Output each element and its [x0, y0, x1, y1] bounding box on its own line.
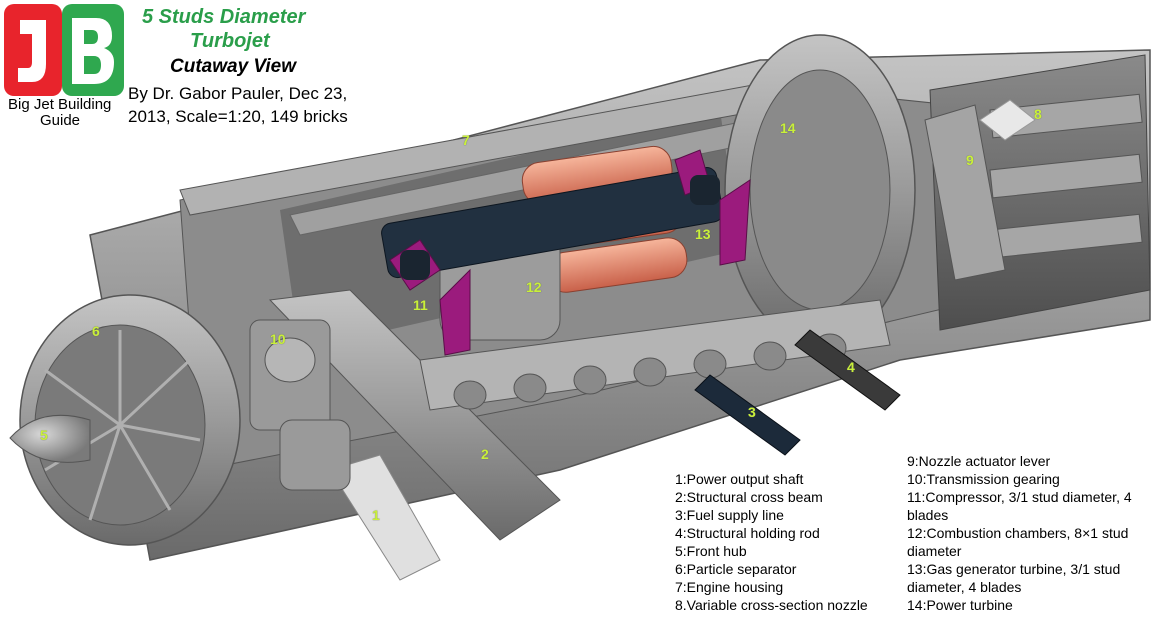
- gas-generator-turbine: [674, 149, 751, 266]
- logo-letter-b: [72, 18, 114, 84]
- legend-item-3: 3:Fuel supply line: [675, 507, 784, 523]
- legend-item-9: 9:Nozzle actuator lever: [907, 453, 1051, 469]
- legend-item-5: 5:Front hub: [675, 543, 747, 559]
- callout-4: 4: [847, 359, 855, 375]
- callout-14: 14: [780, 120, 796, 136]
- power-turbine: [724, 34, 916, 346]
- callout-7: 7: [462, 132, 470, 148]
- compressor: [389, 239, 471, 356]
- legend-item-11: 11:Compressor, 3/1 stud diameter, 4 blad…: [907, 489, 1132, 523]
- transmission-gearing: [249, 319, 331, 431]
- legend-item-10: 10:Transmission gearing: [907, 471, 1060, 487]
- structural-cross-beam: [268, 289, 891, 541]
- legend-left: 1:Power output shaft 2:Structural cross …: [675, 470, 868, 614]
- legend-item-12: 12:Combustion chambers, 8×1 stud diamete…: [907, 525, 1129, 559]
- legend-item-2: 2:Structural cross beam: [675, 489, 823, 505]
- callout-6: 6: [92, 323, 100, 339]
- legend-item-4: 4:Structural holding rod: [675, 525, 820, 541]
- logo-letter-shape: [18, 20, 46, 82]
- legend-item-13: 13:Gas generator turbine, 3/1 stud diame…: [907, 561, 1121, 595]
- legend-item-7: 7:Engine housing: [675, 579, 784, 595]
- callout-3: 3: [748, 404, 756, 420]
- power-output-shaft: [279, 419, 441, 581]
- info-line2: 2013, Scale=1:20, 149 bricks: [128, 107, 348, 126]
- callout-9: 9: [966, 152, 974, 168]
- legend-right: 9:Nozzle actuator lever 10:Transmission …: [907, 452, 1162, 614]
- front-hub: [9, 414, 91, 463]
- callout-13: 13: [695, 226, 711, 242]
- callout-1: 1: [372, 507, 380, 523]
- title-line2: Turbojet: [190, 30, 270, 52]
- legend-item-8: 8.Variable cross-section nozzle: [675, 597, 868, 613]
- callout-10: 10: [270, 331, 286, 347]
- bjb-logo: Big Jet Building Guide: [4, 4, 124, 129]
- structural-holding-rod: [794, 329, 901, 411]
- legend-item-14: 14:Power turbine: [907, 597, 1013, 613]
- title-line1: 5 Studs Diameter: [142, 6, 306, 28]
- particle-separator: [19, 294, 241, 546]
- legend-item-1: 1:Power output shaft: [675, 471, 804, 487]
- nozzle-actuator-lever: [924, 104, 1006, 281]
- callout-11: 11: [413, 297, 428, 313]
- logo-caption-line2: Guide: [40, 112, 80, 129]
- fuel-supply-line: [694, 374, 801, 456]
- legend-item-6: 6:Particle separator: [675, 561, 797, 577]
- callout-2: 2: [481, 446, 489, 462]
- callout-12: 12: [526, 279, 542, 295]
- subtitle: Cutaway View: [170, 56, 297, 77]
- callout-8: 8: [1034, 106, 1042, 122]
- callout-5: 5: [40, 427, 48, 443]
- logo-caption-line1: Big Jet Building: [8, 96, 111, 113]
- info-line1: By Dr. Gabor Pauler, Dec 23,: [128, 84, 348, 103]
